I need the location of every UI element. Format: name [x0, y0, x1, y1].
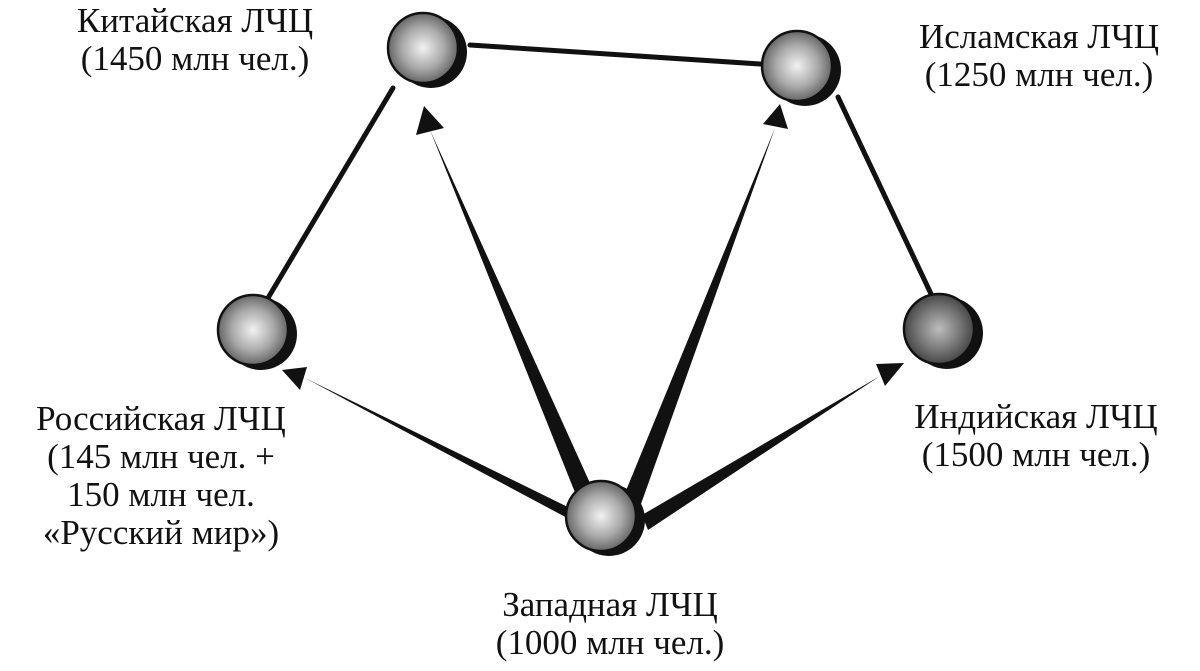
label-russian-population-line2: 150 млн чел. — [67, 475, 255, 514]
sphere-icon — [760, 29, 834, 103]
node-islamic — [760, 29, 841, 106]
label-western-name: Западная ЛЧЦ — [502, 585, 718, 624]
sphere-icon — [386, 11, 460, 85]
arrow-western-chinese — [416, 106, 604, 520]
arrow-shaft — [430, 130, 604, 520]
arrow-western-islamic — [618, 104, 788, 518]
label-chinese-name: Китайская ЛЧЦ — [76, 1, 314, 40]
sphere-icon — [902, 292, 976, 366]
node-chinese — [386, 11, 467, 88]
label-russian-population-line1: (145 млн чел. + — [47, 437, 275, 476]
arrow-shaft — [305, 378, 586, 528]
line-chinese-islamic — [467, 42, 763, 67]
label-russian-population-line3: «Русский мир») — [42, 513, 280, 552]
label-islamic-population: (1250 млн чел.) — [924, 55, 1154, 94]
arrowhead-icon — [282, 367, 307, 390]
label-chinese: Китайская ЛЧЦ (1450 млн чел.) — [40, 2, 350, 78]
sphere-icon — [216, 293, 290, 367]
label-russian: Российская ЛЧЦ (145 млн чел. + 150 млн ч… — [0, 400, 322, 552]
label-islamic: Исламская ЛЧЦ (1250 млн чел.) — [880, 18, 1198, 94]
arrow-shaft — [642, 376, 880, 530]
node-western — [564, 479, 645, 556]
label-western: Западная ЛЧЦ (1000 млн чел.) — [455, 586, 765, 662]
label-western-population: (1000 млн чел.) — [495, 623, 725, 662]
arrowhead-icon — [416, 106, 444, 135]
node-indian — [902, 292, 983, 369]
label-islamic-name: Исламская ЛЧЦ — [918, 17, 1160, 56]
label-indian-population: (1500 млн чел.) — [921, 435, 1151, 474]
line-chinese-russian — [265, 85, 396, 301]
arrowhead-icon — [763, 104, 788, 129]
arrow-western-indian — [642, 363, 904, 530]
sphere-icon — [564, 479, 638, 553]
label-indian: Индийская ЛЧЦ (1500 млн чел.) — [872, 398, 1200, 474]
arrow-western-russian — [282, 367, 586, 528]
arrow-shaft — [618, 128, 775, 518]
line-islamic-indian — [835, 94, 935, 299]
label-chinese-population: (1450 млн чел.) — [80, 39, 310, 78]
label-indian-name: Индийская ЛЧЦ — [914, 397, 1158, 436]
label-russian-name: Российская ЛЧЦ — [36, 399, 286, 438]
node-russian — [216, 293, 297, 370]
arrowhead-icon — [876, 363, 904, 386]
